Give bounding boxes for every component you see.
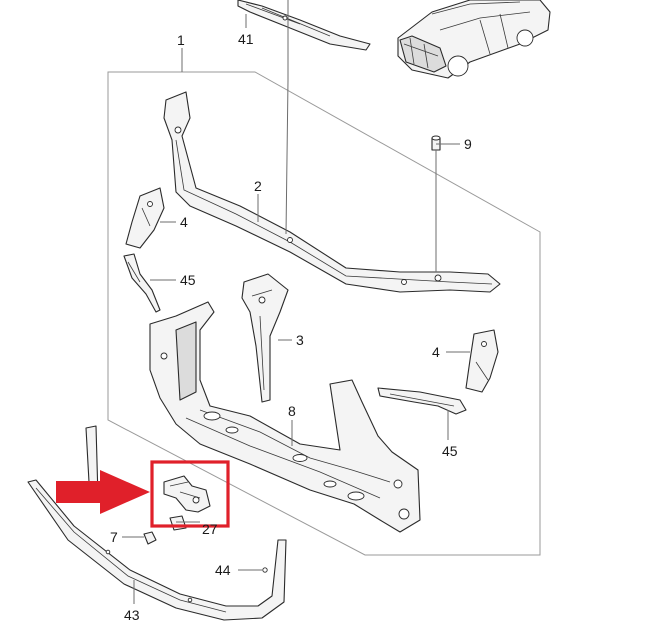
part-2-upper-crossmember[interactable]: [163, 91, 501, 293]
highlight-box: [150, 460, 230, 528]
part-41-upper-cover[interactable]: [237, 0, 371, 51]
part-3-center-bracket[interactable]: [241, 273, 289, 403]
callout-9: 9: [464, 136, 472, 152]
part-45-left-strip[interactable]: [123, 253, 161, 313]
callout-4-right: 4: [432, 344, 440, 360]
leader-lines: [122, 0, 470, 604]
callout-7: 7: [110, 529, 118, 545]
part-9-fastener[interactable]: [431, 135, 441, 151]
callout-44: 44: [215, 562, 231, 578]
callout-41: 41: [238, 31, 254, 47]
callout-3: 3: [296, 332, 304, 348]
callout-45-right: 45: [442, 443, 458, 459]
callout-1: 1: [177, 32, 185, 48]
part-4-right-bracket[interactable]: [465, 329, 499, 393]
part-45-right-strip[interactable]: [377, 387, 467, 415]
part-8-lower-carrier[interactable]: [149, 301, 421, 533]
vehicle-thumbnail: [397, 0, 551, 79]
assembly-frame: [107, 71, 541, 556]
part-7-bolt[interactable]: [143, 531, 157, 545]
part-4-left-bracket[interactable]: [125, 187, 165, 249]
callout-8: 8: [288, 403, 296, 419]
callout-27: 27: [202, 521, 218, 537]
callout-43: 43: [124, 607, 140, 623]
callout-45-left: 45: [180, 272, 196, 288]
callout-4-left: 4: [180, 214, 188, 230]
part-44-clip[interactable]: [262, 567, 268, 573]
callout-2: 2: [254, 178, 262, 194]
highlight-arrow: [56, 470, 150, 514]
